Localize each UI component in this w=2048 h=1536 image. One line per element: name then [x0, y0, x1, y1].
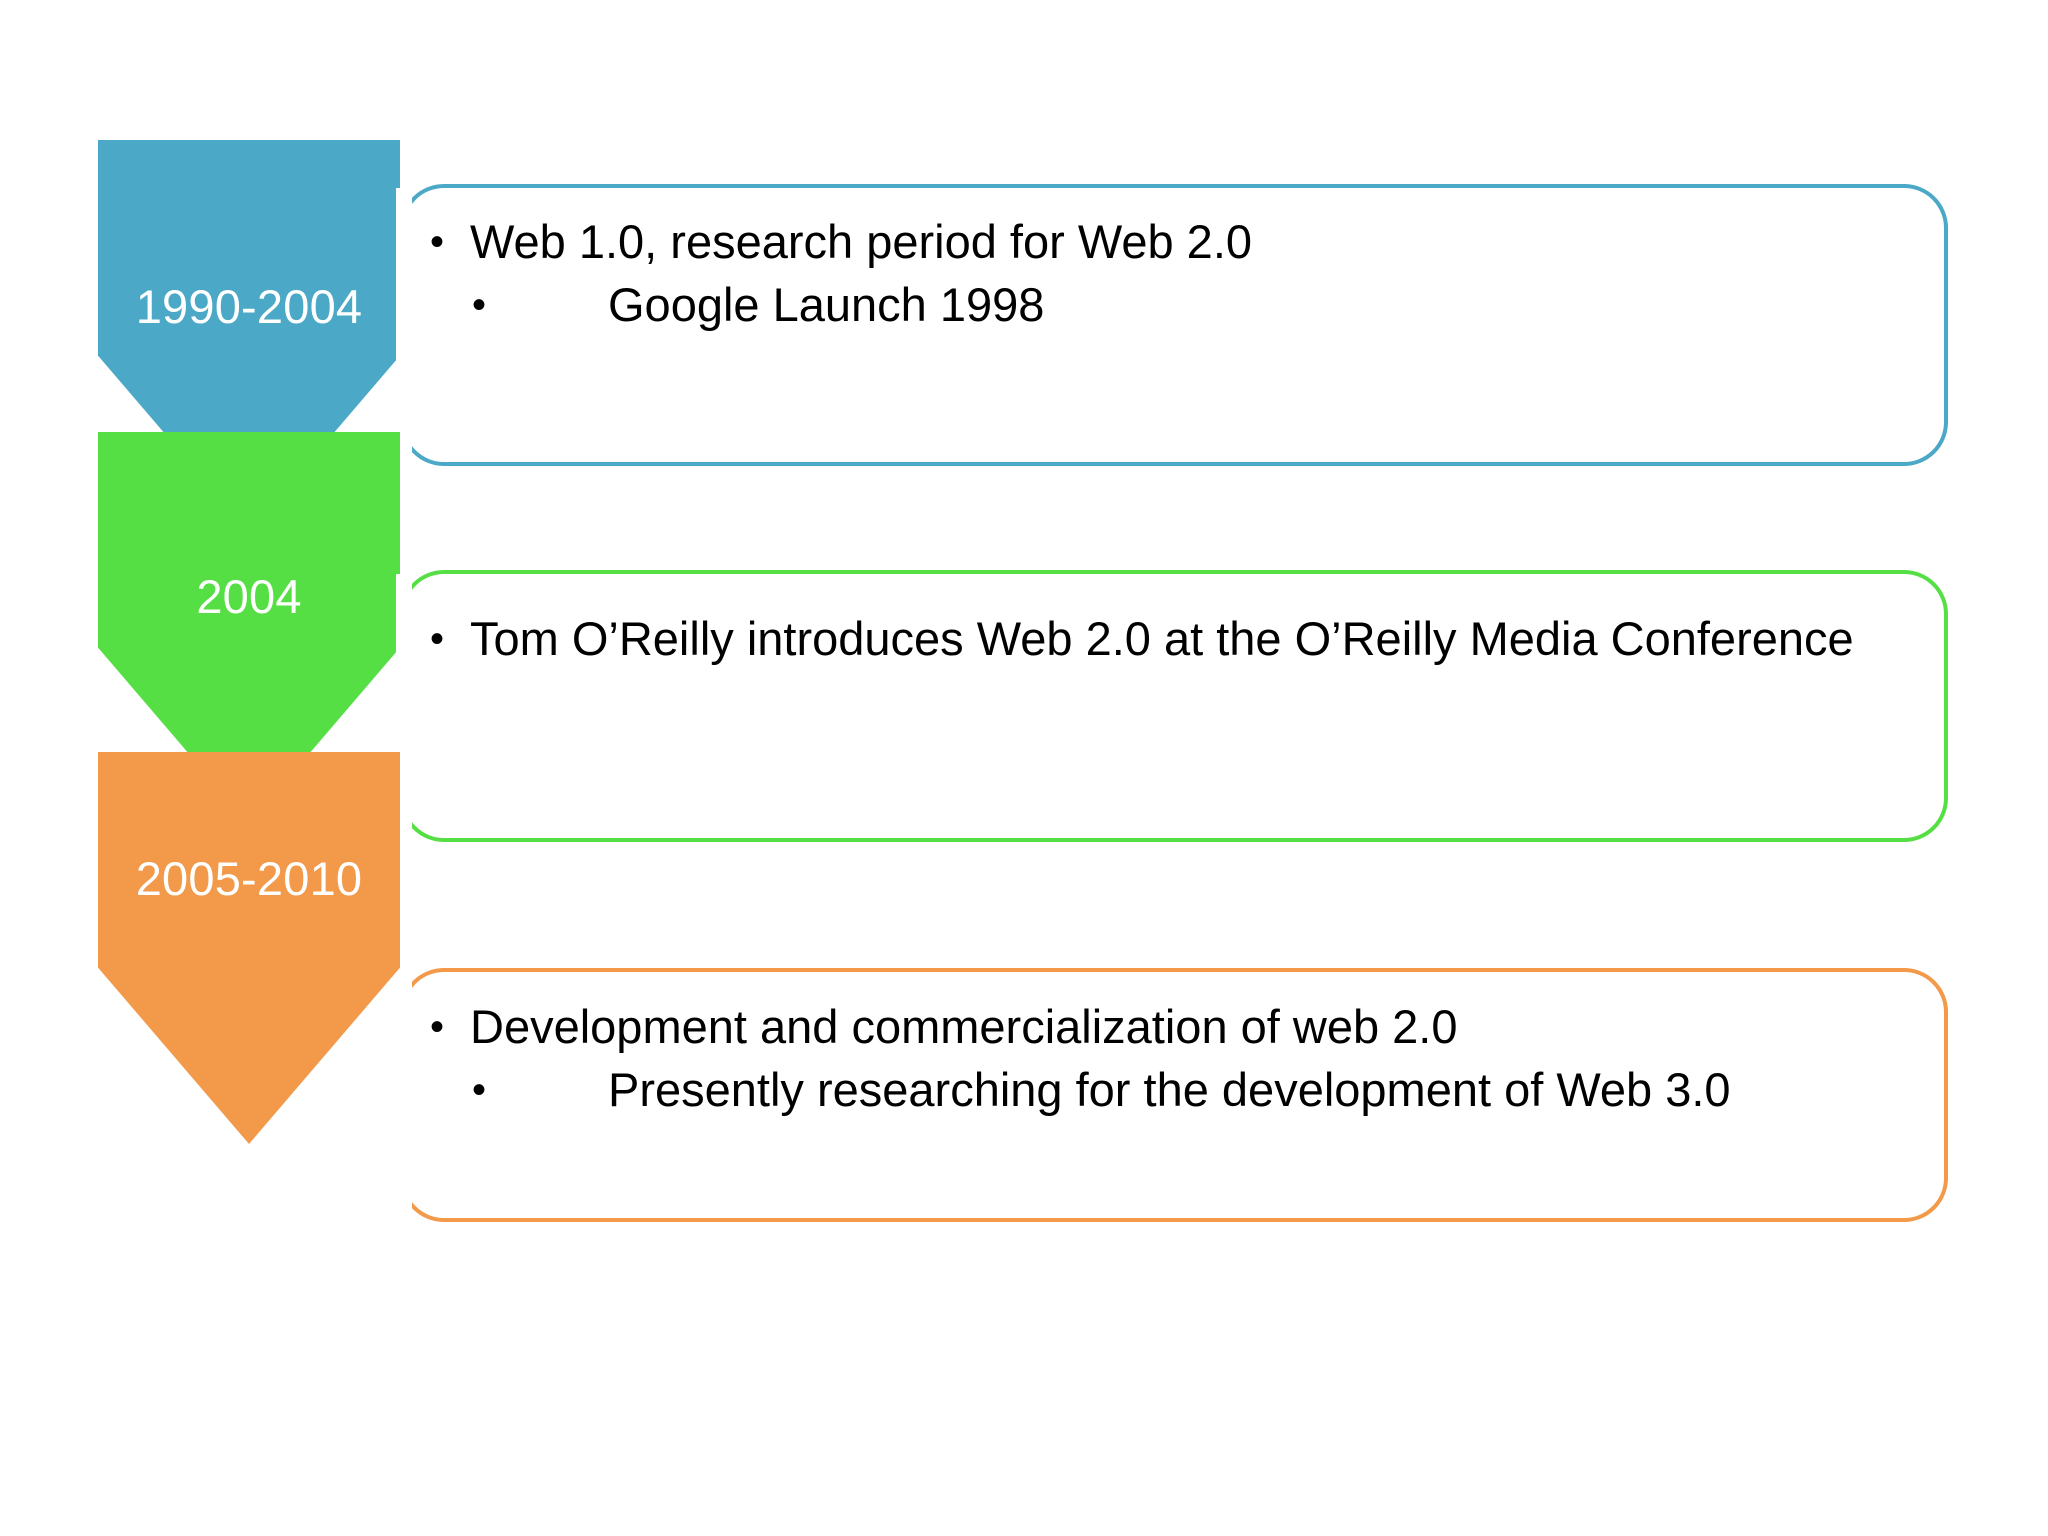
sub-bullet-item: • Google Launch 1998 [430, 278, 1940, 333]
sub-bullet-text: Google Launch 1998 [608, 277, 1045, 331]
bullet-item: • Web 1.0, research period for Web 2.0 [430, 215, 1940, 270]
bullet-item: • Development and commercialization of w… [430, 1000, 1940, 1055]
bullet-text: Tom O’Reilly introduces Web 2.0 at the O… [470, 612, 1854, 665]
stage-label-1: 1990-2004 [135, 280, 363, 333]
bullet-dot-icon: • [472, 282, 487, 327]
stage-content-box-1 [400, 184, 1948, 466]
bullet-text: Development and commercialization of web… [470, 1000, 1458, 1053]
stage-box-notch-3 [396, 972, 412, 1218]
stage-box-notch-2 [396, 574, 412, 838]
stage-text-2: • Tom O’Reilly introduces Web 2.0 at the… [430, 612, 1940, 667]
stage-label-2: 2004 [196, 570, 302, 623]
bullet-text: Web 1.0, research period for Web 2.0 [470, 215, 1253, 268]
stage-content-box-2 [400, 570, 1948, 842]
stage-label-3: 2005-2010 [135, 852, 363, 905]
sub-bullet-text: Presently researching for the developmen… [608, 1062, 1731, 1116]
bullet-item: • Tom O’Reilly introduces Web 2.0 at the… [430, 612, 1940, 667]
bullet-dot-icon: • [472, 1067, 487, 1112]
stage-chevron-3 [98, 752, 400, 1144]
sub-bullet-item: • Presently researching for the developm… [430, 1063, 1940, 1118]
bullet-dot-icon: • [430, 617, 445, 661]
stage-text-3: • Development and commercialization of w… [430, 1000, 1940, 1118]
stage-content-box-3 [400, 968, 1948, 1222]
bullet-dot-icon: • [430, 1005, 445, 1049]
bullet-dot-icon: • [430, 220, 445, 264]
stage-text-1: • Web 1.0, research period for Web 2.0 •… [430, 215, 1940, 333]
stage-box-notch-1 [396, 188, 412, 462]
